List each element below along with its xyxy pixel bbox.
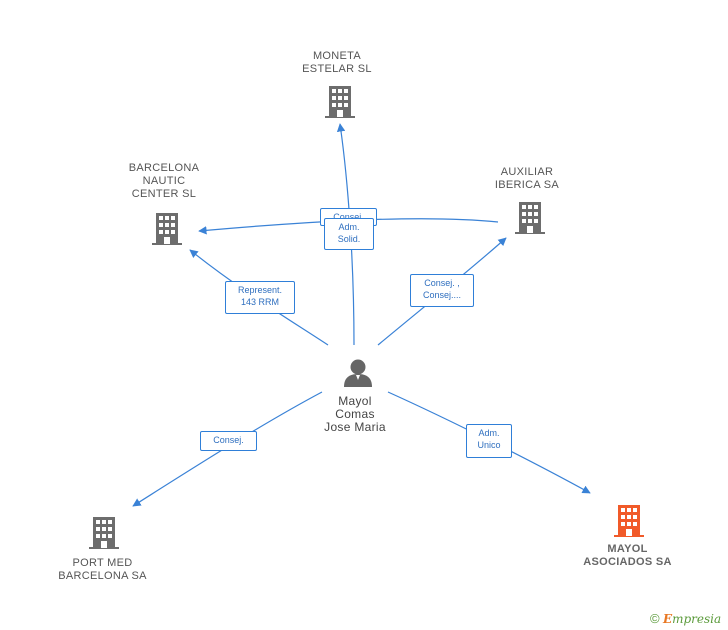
person-icon[interactable]: [344, 359, 372, 388]
edge-label-adm-solid-line2: Solid.: [337, 234, 361, 244]
edge-label-represent-line1: Represent.: [237, 285, 283, 295]
edge-label-consej-port[interactable]: Consej.: [200, 431, 257, 451]
barcelona-nautic-label-line3: CENTER SL: [131, 188, 197, 200]
edge-label-consej-auxiliar[interactable]: Consej. , Consej....: [410, 274, 474, 307]
edge-label-consej-auxiliar-line2: Consej....: [422, 290, 462, 300]
edge-label-consej-auxiliar-line1: Consej. ,: [424, 278, 460, 288]
edge-label-adm-unico-line1: Adm.: [478, 428, 500, 438]
brand-first-letter: E: [662, 612, 673, 626]
edge-label-adm-unico[interactable]: Adm. Unico: [466, 424, 512, 458]
person-label-line1: Mayol: [338, 394, 372, 408]
brand-rest: mpresia: [672, 612, 722, 626]
edge-label-adm-solid[interactable]: Adm. Solid.: [324, 218, 374, 250]
person-label-line3: Jose Maria: [324, 420, 386, 434]
mayol-asociados-label[interactable]: MAYOL ASOCIADOS SA: [575, 543, 680, 569]
edge-label-adm-unico-line2: Unico: [477, 440, 501, 450]
mayol-asociados-label-line1: MAYOL: [607, 543, 648, 555]
mayol-asociados-building-icon[interactable]: [614, 505, 644, 537]
mayol-asociados-label-line2: ASOCIADOS SA: [583, 556, 672, 568]
edge-label-consej-back-line1: Consej.: [333, 212, 364, 222]
edge-label-adm-solid-line1: Adm.: [338, 222, 360, 232]
copyright-symbol: ©: [650, 611, 660, 626]
barcelona-nautic-label-line2: NAUTIC: [142, 175, 186, 187]
auxiliar-label[interactable]: AUXILIAR IBERICA SA: [477, 166, 577, 192]
port-med-building-icon[interactable]: [89, 517, 119, 549]
moneta-label-line1: MONETA: [312, 50, 362, 62]
auxiliar-building-icon[interactable]: [515, 202, 545, 234]
barcelona-nautic-label[interactable]: BARCELONA NAUTIC CENTER SL: [114, 162, 214, 201]
moneta-label[interactable]: MONETA ESTELAR SL: [287, 50, 387, 76]
person-label-line2: Comas: [335, 407, 375, 421]
moneta-label-line2: ESTELAR SL: [302, 63, 372, 75]
barcelona-nautic-building-icon[interactable]: [152, 213, 182, 245]
auxiliar-label-line1: AUXILIAR: [500, 166, 554, 178]
edge-label-represent[interactable]: Represent. 143 RRM: [225, 281, 295, 314]
edge-label-consej-port-line1: Consej.: [213, 435, 244, 445]
person-label[interactable]: Mayol Comas Jose Maria: [305, 395, 405, 434]
edge-label-represent-line2: 143 RRM: [240, 297, 279, 307]
empresia-watermark: © Empresia: [650, 611, 721, 626]
port-med-label-line2: BARCELONA SA: [58, 570, 147, 582]
moneta-building-icon[interactable]: [325, 86, 355, 118]
port-med-label[interactable]: PORT MED BARCELONA SA: [50, 557, 155, 583]
barcelona-nautic-label-line1: BARCELONA: [128, 162, 200, 174]
port-med-label-line1: PORT MED: [72, 557, 133, 569]
auxiliar-label-line2: IBERICA SA: [494, 179, 560, 191]
